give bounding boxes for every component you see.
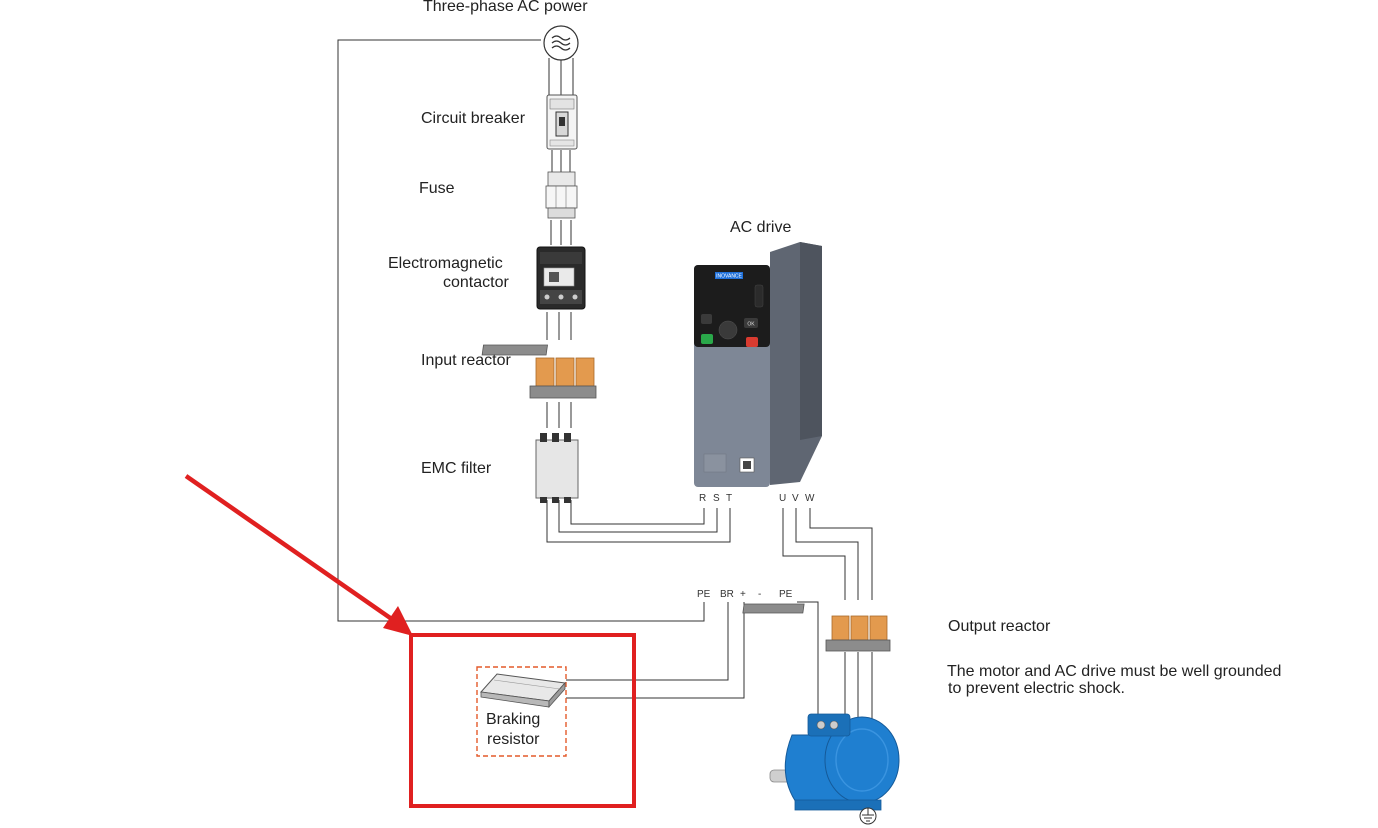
terminal-r: R [699,493,707,504]
drive-brand: INOVANCE [716,274,742,280]
braking-resistor-icon [480,673,566,709]
output-reactor-label: Output reactor [948,618,1051,635]
terminal-minus: - [758,589,762,600]
terminal-pe-left: PE [697,589,711,600]
loop-wire [337,39,705,622]
ac-drive-label: AC drive [730,219,792,236]
back-key[interactable] [701,314,712,324]
pointer-arrow-icon [184,474,413,636]
ac-source-icon [543,25,579,61]
motor-icon [769,713,900,811]
emc-filter-icon [535,433,579,503]
ok-key-label: OK [747,322,755,328]
terminal-w: W [805,493,815,504]
power-label: Three-phase AC power [423,0,588,15]
input-reactor-label: Input reactor [421,352,511,369]
wires [337,39,873,720]
fuse-label: Fuse [419,180,455,197]
braking-label-line2: resistor [487,731,540,748]
terminal-t: T [726,493,733,504]
terminal-s: S [713,493,720,504]
terminal-v: V [792,493,799,504]
note-line2: to prevent electric shock. [948,680,1125,697]
highlight-box [409,633,636,808]
braking-resistor-dashed-box [476,666,567,757]
ok-key[interactable] [744,318,758,328]
terminal-br: BR [720,589,734,600]
circuit-breaker-icon [546,94,578,150]
terminal-plus: + [740,589,746,600]
contactor-icon [536,246,586,310]
ac-drive-icon: INOVANCE OK [694,242,822,487]
braking-label-line1: Braking [486,711,541,728]
run-key[interactable] [701,334,713,344]
stop-key[interactable] [746,337,758,347]
contactor-label-line2: contactor [443,274,509,291]
contactor-label-line1: Electromagnetic [388,255,503,272]
input-reactor-icon [481,344,597,399]
terminal-pe-right: PE [779,589,793,600]
emc-filter-label: EMC filter [421,460,492,477]
note-line1: The motor and AC drive must be well grou… [947,663,1282,680]
breaker-label: Circuit breaker [421,110,526,127]
fuse-icon [545,171,578,219]
nav-keypad[interactable] [718,320,738,340]
terminal-u: U [779,493,787,504]
ground-icon [859,807,877,825]
output-reactor-icon [742,603,891,652]
